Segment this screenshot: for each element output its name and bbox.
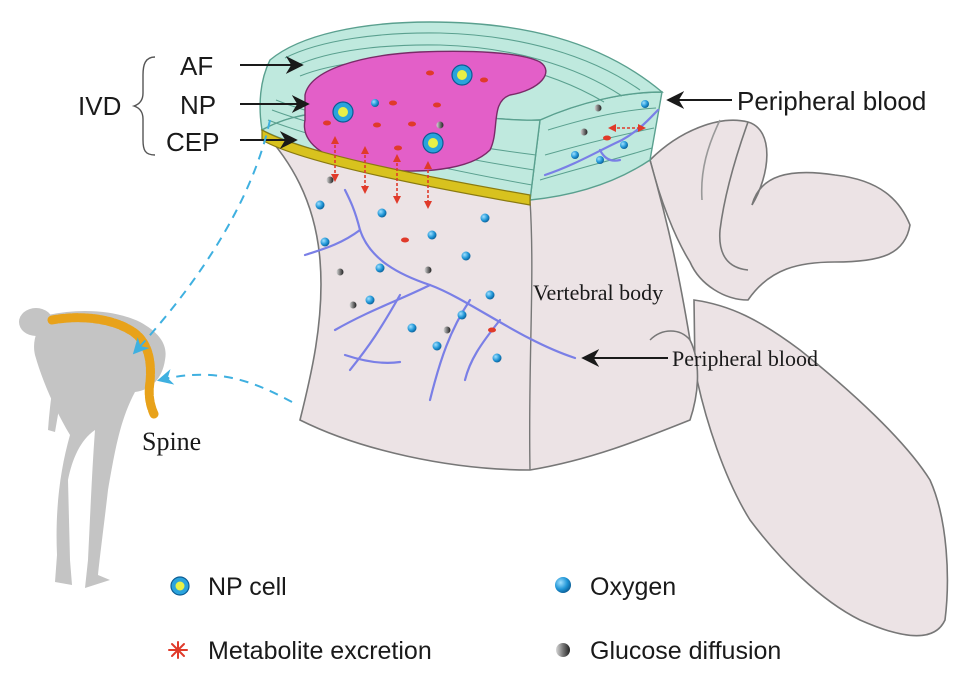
legend-oxygen: Oxygen (590, 573, 676, 601)
label-peripheral-blood-top: Peripheral blood (737, 86, 926, 116)
label-spine: Spine (142, 427, 201, 456)
label-af: AF (180, 51, 213, 81)
oxygen-icon (555, 577, 571, 593)
vertebral-body (261, 129, 699, 471)
legend-metabolite: Metabolite excretion (208, 637, 432, 665)
label-ivd: IVD (78, 91, 121, 121)
posterior-elements (649, 119, 949, 637)
legend-glucose: Glucose diffusion (590, 637, 781, 665)
legend: NP cell Oxygen Metabolite excretion Gluc… (168, 573, 781, 665)
glucose-particles (326, 104, 602, 334)
blood-vessels (303, 108, 660, 402)
glucose-icon (556, 643, 570, 657)
oxygen-particles (315, 99, 649, 363)
legend-np-cell: NP cell (208, 573, 287, 601)
label-np: NP (180, 90, 216, 120)
label-vertebral-body: Vertebral body (533, 280, 663, 305)
label-peripheral-blood-bottom: Peripheral blood (672, 346, 818, 371)
label-arrows (240, 56, 732, 367)
spine-arrows (132, 119, 293, 403)
metabolite-particles (323, 70, 611, 333)
np-cells (332, 64, 473, 154)
ivd-brace (131, 56, 156, 156)
np-cell-icon (170, 576, 190, 596)
label-cep: CEP (166, 127, 219, 157)
metabolite-icon (168, 641, 188, 659)
human-silhouette (19, 308, 166, 588)
metabolite-diffusion-arrows (331, 124, 646, 209)
